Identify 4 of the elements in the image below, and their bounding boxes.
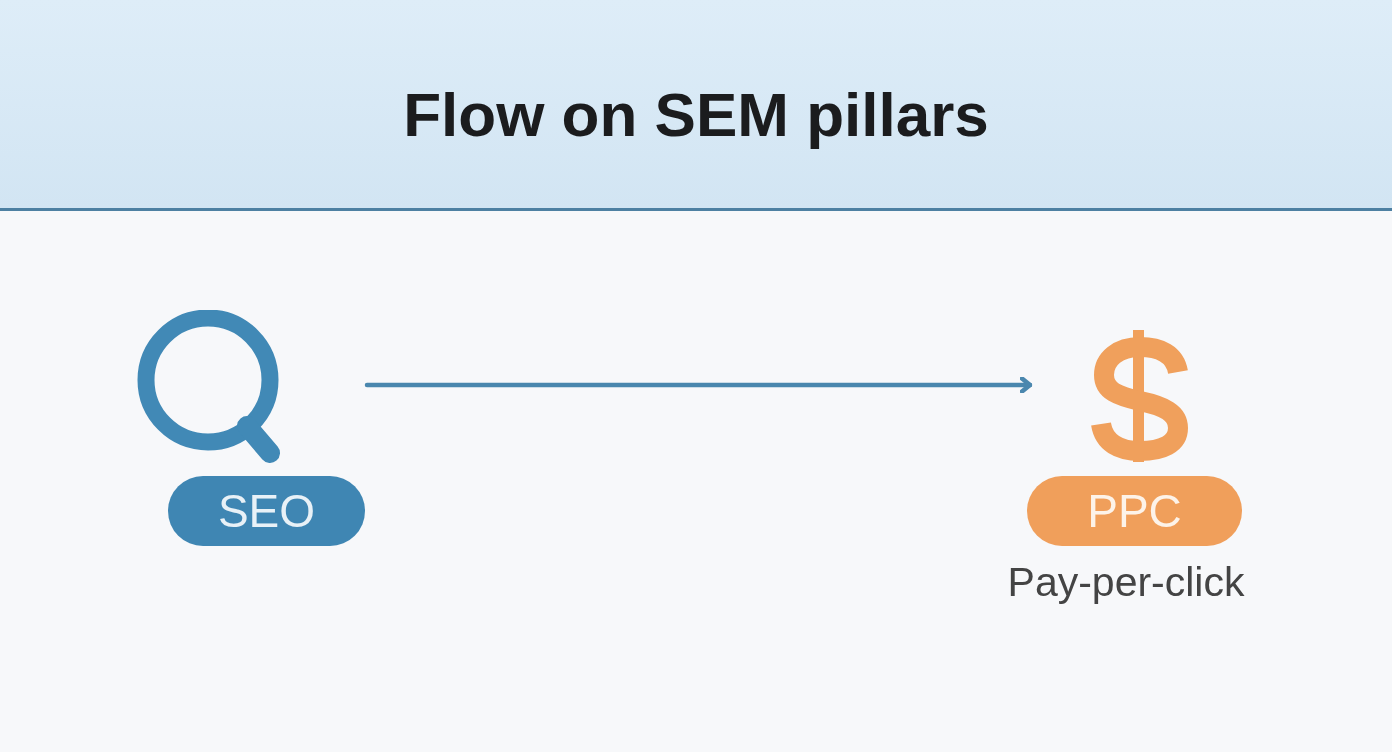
node-label: Pay-per-click	[1007, 562, 1245, 603]
arrow	[364, 376, 1033, 394]
label-pill: SEO	[168, 476, 365, 546]
label-pill: PPC	[1027, 476, 1242, 546]
